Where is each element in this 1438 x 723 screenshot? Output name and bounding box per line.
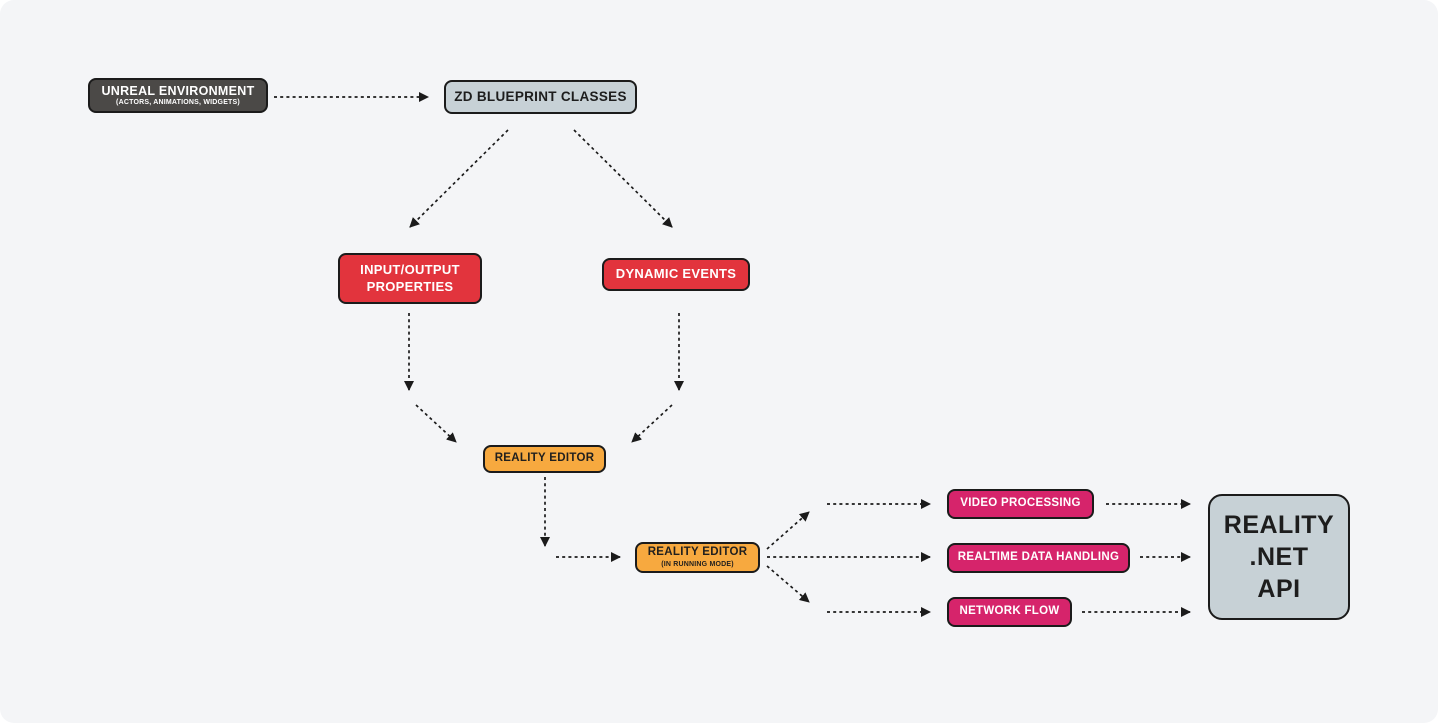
edge-zd-to-io <box>409 129 509 228</box>
node-sublabel: (ACTORS, ANIMATIONS, WIDGETS) <box>116 99 240 107</box>
node-label: REALITY EDITOR <box>494 452 595 465</box>
node-dynamic-events: DYNAMIC EVENTS <box>602 258 750 291</box>
edge-io-to-reality-editor <box>415 404 457 443</box>
node-reality-editor-running-mode: REALITY EDITOR (IN RUNNING MODE) <box>635 542 760 573</box>
node-zd-blueprint-classes: ZD BLUEPRINT CLASSES <box>444 80 637 114</box>
node-network-flow: NETWORK FLOW <box>947 597 1072 627</box>
node-reality-net-api: REALITY .NET API <box>1208 494 1350 620</box>
node-label: ZD BLUEPRINT CLASSES <box>454 89 627 105</box>
node-unreal-environment: UNREAL ENVIRONMENT (ACTORS, ANIMATIONS, … <box>88 78 268 113</box>
node-label-line: API <box>1257 575 1301 603</box>
edge-dynamic-to-reality-editor <box>631 404 673 443</box>
node-video-processing: VIDEO PROCESSING <box>947 489 1094 519</box>
node-input-output-properties: INPUT/OUTPUT PROPERTIES <box>338 253 482 304</box>
node-label: DYNAMIC EVENTS <box>615 266 737 282</box>
node-label: REALTIME DATA HANDLING <box>957 551 1120 564</box>
node-realtime-data-handling: REALTIME DATA HANDLING <box>947 543 1130 573</box>
edge-zd-to-dynamic <box>573 129 673 228</box>
node-label: VIDEO PROCESSING <box>960 497 1081 510</box>
node-label: INPUT/OUTPUT PROPERTIES <box>360 261 460 294</box>
node-label: NETWORK FLOW <box>959 605 1060 618</box>
edge-running-down-diagonal <box>766 565 810 603</box>
node-label: UNREAL ENVIRONMENT <box>101 83 255 98</box>
node-label-line: REALITY <box>1223 511 1335 539</box>
edge-running-up-diagonal <box>766 511 810 550</box>
node-label-line: .NET <box>1249 543 1309 571</box>
node-label: REALITY EDITOR <box>647 546 748 559</box>
node-sublabel: (IN RUNNING MODE) <box>661 560 734 568</box>
node-reality-editor: REALITY EDITOR <box>483 445 606 473</box>
